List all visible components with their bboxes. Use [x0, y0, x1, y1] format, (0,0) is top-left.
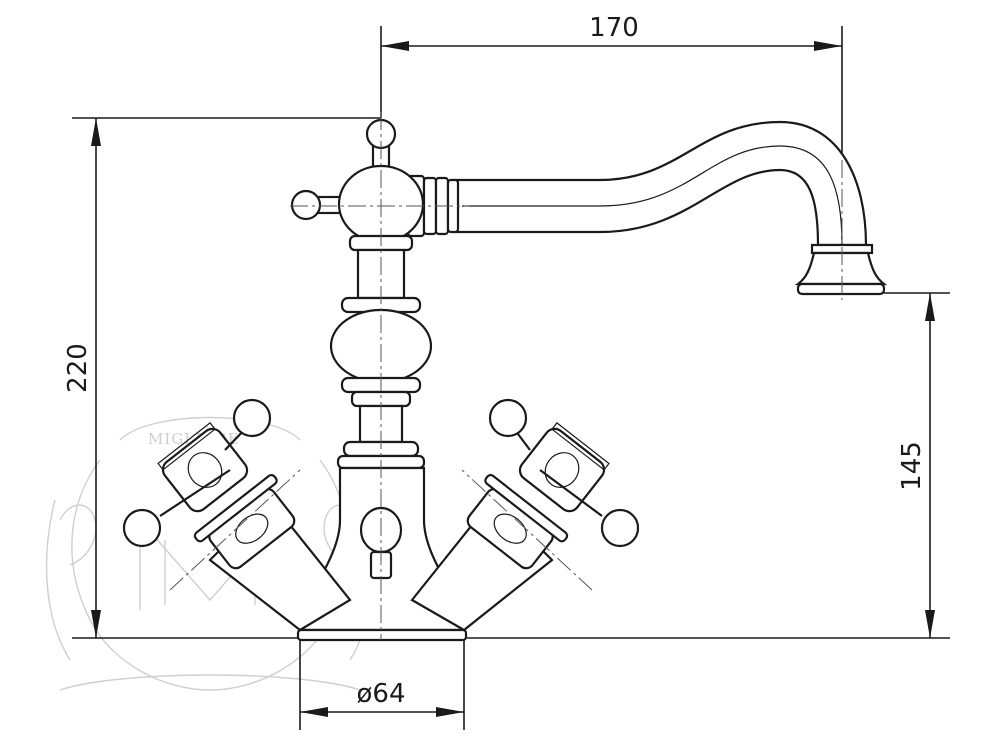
dimension-spout-reach: 170	[589, 13, 639, 43]
center-lines	[169, 112, 843, 640]
left-handle	[122, 398, 352, 632]
top-dome	[290, 118, 425, 252]
dimension-spout-height: 145	[897, 441, 927, 491]
faucet-body	[122, 118, 888, 642]
dimension-total-height: 220	[63, 343, 93, 393]
spout	[453, 120, 888, 296]
right-handle	[410, 398, 640, 632]
dimension-lines	[72, 26, 950, 730]
dimension-base-diameter: ø64	[357, 679, 406, 709]
